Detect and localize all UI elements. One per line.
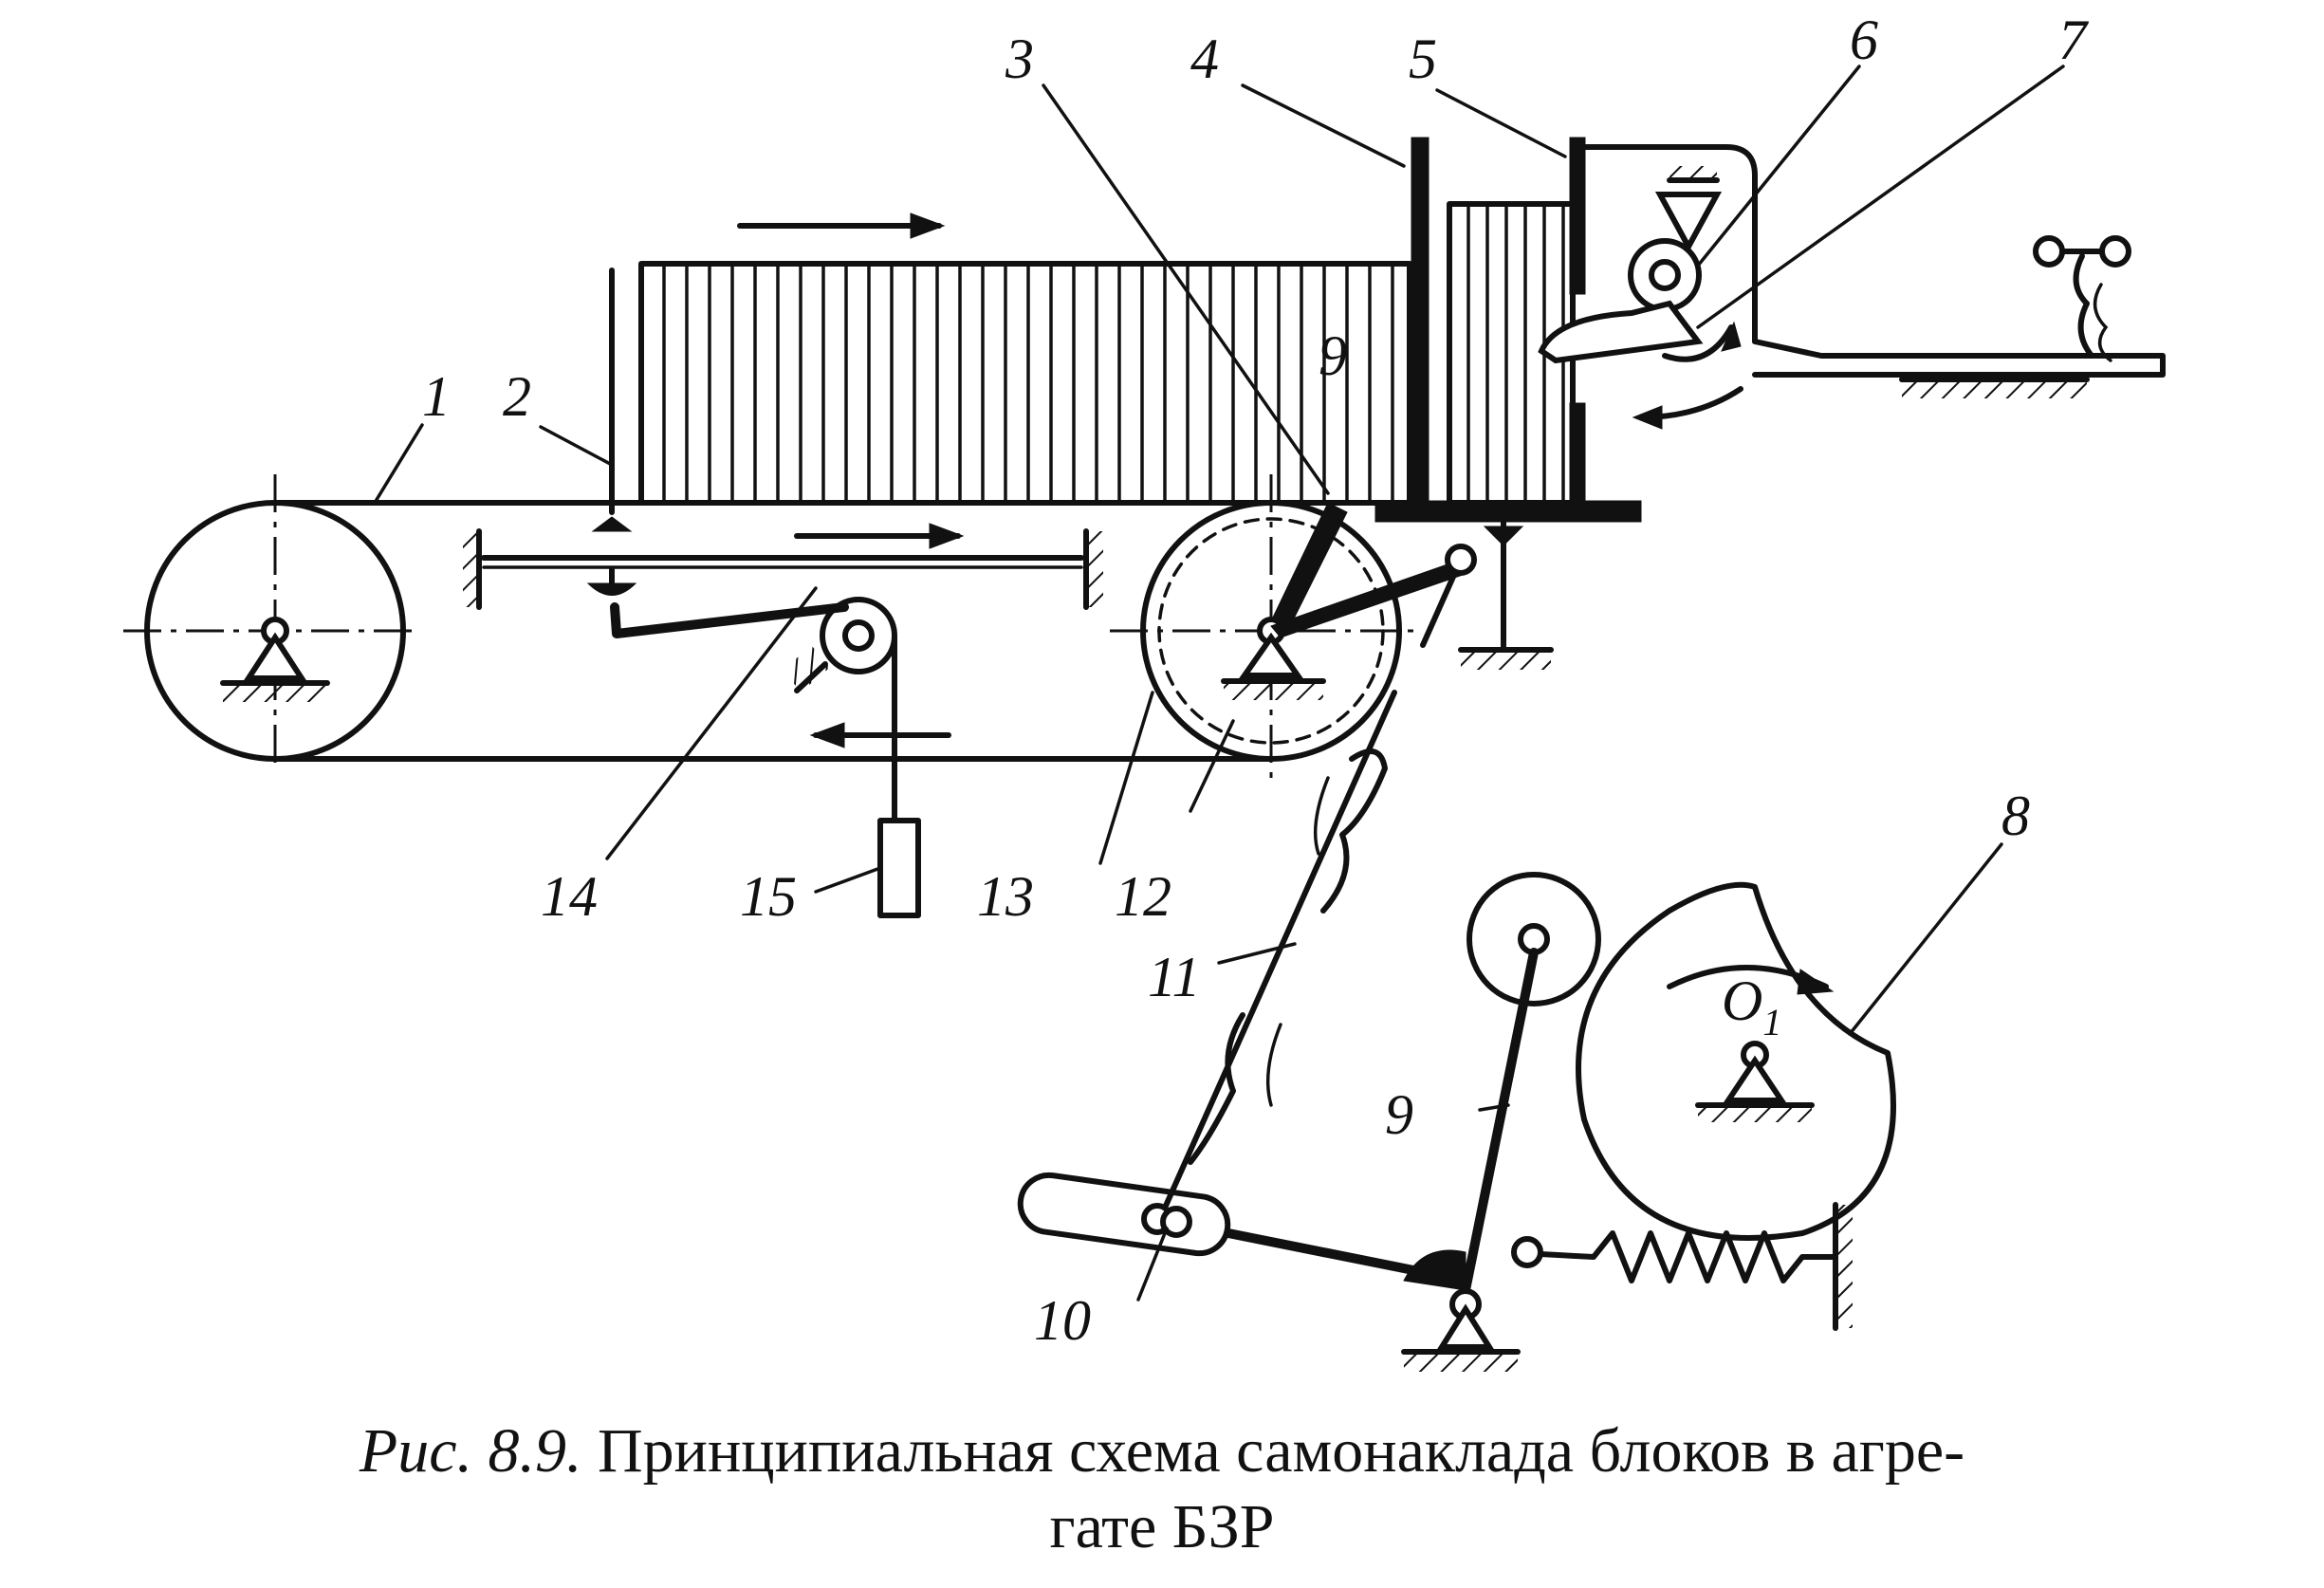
label-4: 4 bbox=[1190, 28, 1219, 90]
label-8: 8 bbox=[2001, 785, 2030, 847]
label-15: 15 bbox=[740, 865, 797, 928]
caption-line-1: Принципиальная схема самонаклада блоков … bbox=[597, 1416, 1965, 1486]
feeder-frame bbox=[1374, 137, 1642, 670]
drive-drum bbox=[1110, 474, 1477, 787]
label-9-top: 9 bbox=[1319, 324, 1347, 387]
connecting-rod bbox=[1017, 690, 1447, 1281]
label-14: 14 bbox=[541, 865, 598, 928]
label-o1: O1 bbox=[1722, 969, 1781, 1043]
label-11: 11 bbox=[1148, 946, 1201, 1008]
label-3: 3 bbox=[1005, 28, 1034, 90]
label-13: 13 bbox=[977, 865, 1034, 928]
label-7: 7 bbox=[2058, 9, 2090, 71]
caption-prefix: Рис. 8.9. bbox=[359, 1416, 582, 1486]
block-stack bbox=[591, 261, 1412, 532]
figure-caption: Рис. 8.9. Принципиальная схема самонакла… bbox=[0, 1413, 2324, 1565]
part-labels: 1 2 3 4 5 6 7 8 9 9 10 11 12 13 14 15 O1 bbox=[422, 9, 2090, 1352]
label-12: 12 bbox=[1115, 865, 1171, 928]
label-5: 5 bbox=[1409, 28, 1437, 90]
label-2: 2 bbox=[503, 365, 531, 428]
label-9-bottom: 9 bbox=[1385, 1083, 1413, 1146]
caption-line-2: гате БЗР bbox=[1049, 1492, 1275, 1561]
label-6: 6 bbox=[1850, 9, 1878, 71]
label-1: 1 bbox=[422, 365, 451, 428]
cam-mechanism bbox=[1401, 872, 1896, 1372]
label-10: 10 bbox=[1034, 1289, 1091, 1352]
gripper-unit bbox=[1538, 144, 2166, 430]
leader-lines bbox=[373, 65, 2065, 1302]
carriage-rail bbox=[463, 212, 1103, 918]
